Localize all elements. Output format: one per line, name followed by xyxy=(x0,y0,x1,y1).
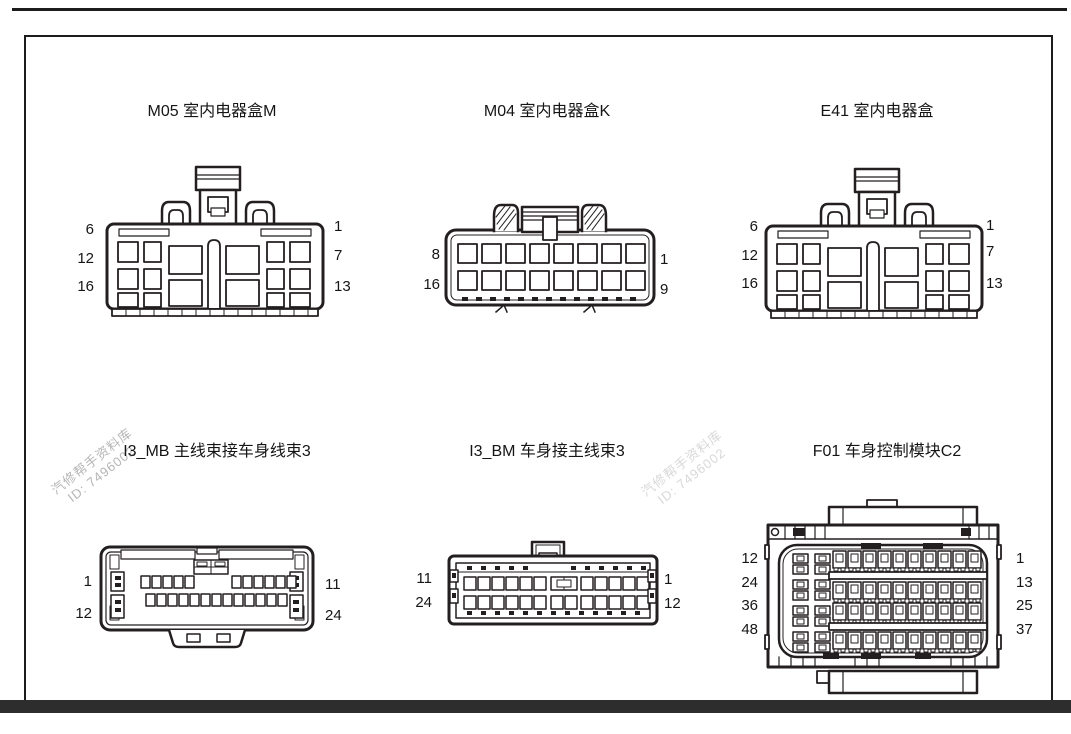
pin-label: 11 xyxy=(416,570,432,587)
pin-label: 6 xyxy=(749,218,758,235)
pin-label: 12 xyxy=(741,247,758,264)
pin-label: 1 xyxy=(986,217,995,234)
pin-label: 6 xyxy=(85,221,94,238)
pin-label: 8 xyxy=(431,246,440,263)
top-rule xyxy=(12,8,1067,11)
diagram-panel: 汽修帮手资料库 ID: 7496002 汽修帮手资料库 ID: 7496002 … xyxy=(24,35,1053,700)
connector-figure-m05: M05 室内电器盒M 6 12 16 1 7 13 xyxy=(62,97,362,332)
connector-drawing-i3bm xyxy=(447,540,659,626)
connector-title: I3_BM 车身接主线束3 xyxy=(469,443,625,460)
connector-title: M05 室内电器盒M xyxy=(147,103,277,120)
pin-label: 11 xyxy=(325,576,341,593)
pin-label: 16 xyxy=(423,276,440,293)
connector-figure-i3mb: I3_MB 主线束接车身线束3 1 12 11 24 xyxy=(62,437,362,667)
pin-label: 25 xyxy=(1016,597,1033,614)
pin-label: 13 xyxy=(334,278,351,295)
pin-label: 24 xyxy=(325,607,342,624)
pin-label: 1 xyxy=(660,251,669,268)
pin-label: 1 xyxy=(664,571,673,588)
pin-label: 1 xyxy=(334,218,343,235)
pin-label: 1 xyxy=(83,573,92,590)
pin-label: 12 xyxy=(741,550,758,567)
pin-label: 24 xyxy=(741,574,758,591)
connector-drawing-i3mb xyxy=(99,545,315,649)
pin-label: 48 xyxy=(741,621,758,638)
connector-title: E41 室内电器盒 xyxy=(820,103,934,120)
pin-label: 7 xyxy=(986,243,995,260)
connector-figure-i3bm: I3_BM 车身接主线束3 11 24 1 12 xyxy=(402,437,692,667)
bottom-bar xyxy=(0,700,1071,713)
connector-figure-e41: E41 室内电器盒 6 12 16 1 7 13 xyxy=(741,97,1012,332)
connector-drawing-f01 xyxy=(765,499,1001,695)
connector-figure-m04: M04 室内电器盒K 8 16 1 9 xyxy=(402,97,692,332)
pin-label: 9 xyxy=(660,281,669,298)
pin-label: 24 xyxy=(415,594,432,611)
connector-drawing-m04 xyxy=(444,203,656,314)
connector-figure-f01: F01 车身控制模块C2 12 24 36 48 1 13 25 37 xyxy=(722,437,1033,707)
pin-label: 16 xyxy=(741,275,758,292)
pin-label: 13 xyxy=(986,275,1003,292)
pin-label: 13 xyxy=(1016,574,1033,591)
pin-label: 7 xyxy=(334,247,343,264)
pin-label: 16 xyxy=(77,278,94,295)
pin-label: 37 xyxy=(1016,621,1033,638)
pin-label: 12 xyxy=(664,595,681,612)
connector-title: I3_MB 主线束接车身线束3 xyxy=(123,443,311,460)
pin-label: 1 xyxy=(1016,550,1025,567)
pin-label: 12 xyxy=(75,605,92,622)
pin-label: 36 xyxy=(741,597,758,614)
pin-label: 12 xyxy=(77,250,94,267)
connector-drawing-e41 xyxy=(764,167,984,320)
connector-title: M04 室内电器盒K xyxy=(483,103,611,120)
connector-title: F01 车身控制模块C2 xyxy=(812,443,962,460)
connector-drawing-m05 xyxy=(105,165,325,318)
